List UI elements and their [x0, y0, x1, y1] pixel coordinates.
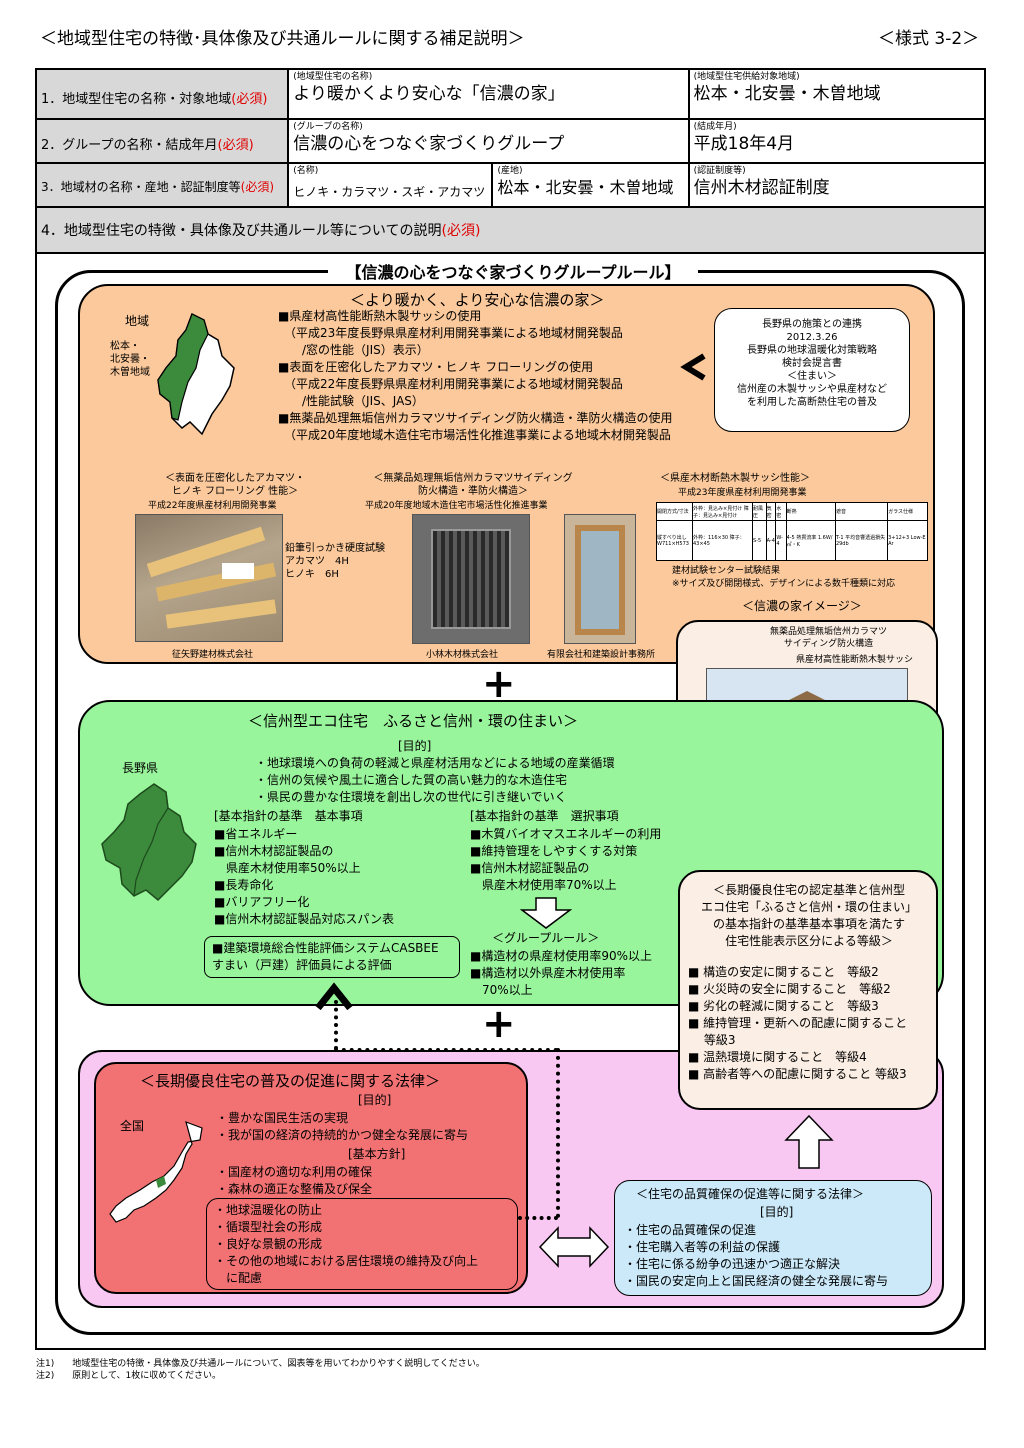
- orange-title: ＜より暖かく、より安心な信濃の家＞: [350, 291, 605, 309]
- row1-area-cell: (地域型住宅供給対象地域)松本・北安曇・木曽地域: [687, 68, 987, 120]
- row3-name-cell: (名称)ヒノキ・カラマツ・スギ・アカマツ: [287, 162, 494, 208]
- basic-head: [基本指針の基準 基本事項: [214, 809, 363, 823]
- sash-table: 開閉方式/寸法 外枠：見込み×見付け 障子：見込み×見付け 耐風圧 気密 水密 …: [656, 502, 928, 561]
- plus-icon: +: [482, 661, 516, 707]
- photo1-title: ＜表面を圧密化したアカマツ・ヒノキ フローリング 性能＞: [165, 473, 305, 497]
- up-arrow-icon: [315, 982, 353, 1011]
- group-head: ＜グループルール＞: [492, 931, 600, 945]
- siding-photo: [412, 514, 530, 644]
- group-list: ■構造材の県産材使用率90%以上■構造材以外県産木材使用率 70%以上: [470, 949, 653, 997]
- red-region: 全国: [120, 1119, 145, 1133]
- photo2-credit: 小林木材株式会社: [426, 650, 499, 660]
- row1-label: 1．地域型住宅の名称・対象地域(必須): [34, 68, 290, 120]
- house-label1: 無薬品処理無垢信州カラマツサイディング防火構造: [770, 627, 888, 649]
- green-purpose-head: [目的]: [398, 739, 432, 753]
- row2-date-cell: (結成年月)平成18年4月: [687, 118, 987, 164]
- dotted-connector-red: [518, 1216, 558, 1220]
- cert-list: ■ 構造の安定に関すること 等級2■ 火災時の安全に関すること 等級2■ 劣化の…: [688, 965, 908, 1081]
- red-policy-head: [基本方針]: [348, 1147, 406, 1161]
- row3-cert-cell: (認証制度等)信州木材認証制度: [687, 162, 987, 208]
- sash-note2: ※サイズ及び開閉様式、デザインによる数千種類に対応: [672, 579, 896, 589]
- sash-sub: 平成23年度県産材利用開発事業: [678, 488, 807, 498]
- flooring-photo: [135, 514, 283, 642]
- red-boxed-list-frame: [206, 1198, 518, 1290]
- blue-list: ・住宅の品質確保の促進・住宅購入者等の利益の保護・住宅に係る紛争の迅速かつ適正な…: [624, 1223, 889, 1288]
- red-purpose-head: [目的]: [358, 1093, 392, 1107]
- section4-frame: [35, 252, 986, 1350]
- group-rules-title: 【信濃の心をつなぐ家づくりグループルール】: [328, 259, 698, 283]
- photo1-sub: 平成22年度県産材利用開発事業: [148, 501, 277, 511]
- nagano-green-map-icon: [101, 783, 197, 902]
- japan-map-icon: [109, 1121, 203, 1223]
- photo2-title: ＜無薬品処理無垢信州カラマツサイディング防火構造・準防火構造＞: [373, 473, 573, 497]
- blue-panel: [614, 1180, 932, 1296]
- green-purpose: ・地球環境への負荷の軽減と県産材活用などによる地域の産業循環・信州の気候や風土に…: [255, 756, 615, 804]
- dotted-connector-h: [334, 1048, 558, 1052]
- green-title: ＜信州型エコ住宅 ふるさと信州・環の住まい＞: [248, 712, 579, 730]
- sash-photo: [564, 514, 636, 644]
- green-region: 長野県: [122, 761, 159, 775]
- house-label2: 県産材高性能断熱木製サッシ: [796, 655, 914, 665]
- dotted-connector-up: [334, 1000, 338, 1050]
- footnotes: 注1) 地域型住宅の特徴・具体像及び共通ルールについて、図表等を用いてわかりやす…: [36, 1359, 485, 1381]
- row2-label: 2．グループの名称・結成年月(必須): [34, 118, 290, 164]
- blue-purpose-head: [目的]: [760, 1205, 794, 1219]
- orange-item-list: ■県産材高性能断熱木製サッシの使用 （平成23年度長野県県産材利用開発事業による…: [278, 309, 673, 442]
- photo1-credit: 征矢野建材株式会社: [172, 650, 254, 660]
- photo2-sub: 平成20年度地域木造住宅市場活性化推進事業: [365, 501, 548, 511]
- dotted-connector-v: [556, 1048, 560, 1218]
- form-number: ＜様式 3-2＞: [878, 29, 980, 49]
- plus-icon-2: +: [482, 1001, 516, 1047]
- double-arrow-icon: [538, 1226, 610, 1268]
- photo3-credit: 有限会社和建築設計事務所: [547, 650, 656, 660]
- row2-group-cell: (グループの名称)信濃の心をつなぐ家づくりグループ: [287, 118, 690, 164]
- image-title: ＜信濃の家イメージ＞: [742, 599, 862, 613]
- cert-head: ＜長期優良住宅の認定基準と信州型エコ住宅「ふるさと信州・環の住まい」の基本指針の…: [700, 883, 917, 948]
- select-list: ■木質バイオマスエネルギーの利用■維持管理をしやすくする対策■信州木材認証製品の…: [470, 827, 662, 892]
- left-arrow-icon: [680, 353, 706, 381]
- row4-label: 4．地域型住宅の特徴・具体像及び共通ルール等についての説明(必須): [35, 206, 986, 254]
- blue-title: ＜住宅の品質確保の促進等に関する法律＞: [636, 1187, 865, 1201]
- select-head: [基本指針の基準 選択事項: [470, 809, 619, 823]
- page-title: ＜地域型住宅の特徴･具体像及び共通ルールに関する補足説明＞: [40, 29, 525, 49]
- red-policy: ・国産材の適切な利用の確保・森林の適正な整備及び保全: [216, 1165, 373, 1196]
- orange-region-names: 松本・北安曇・木曽地域: [110, 341, 150, 378]
- sash-title: ＜県産木材断熱木製サッシ性能＞: [660, 473, 810, 484]
- cert-box: [678, 870, 938, 1110]
- down-arrow-icon: [520, 897, 572, 929]
- row3-origin-cell: (産地)松本・北安曇・木曽地域: [491, 162, 690, 208]
- policy-box: [714, 308, 910, 432]
- orange-region-label: 地域: [125, 314, 150, 328]
- info-table: 1．地域型住宅の名称・対象地域(必須) (地域型住宅の名称)より暖かくより安心な…: [34, 68, 987, 254]
- basic-list: ■省エネルギー■信州木材認証製品の 県産木材使用率50%以上■長寿命化■バリアフ…: [214, 827, 394, 926]
- sash-note1: 建材試験センター試験結果: [672, 566, 781, 576]
- red-boxed-list: ・地球温暖化の防止・循環型社会の形成・良好な景観の形成・その他の地域における居住…: [214, 1203, 479, 1285]
- red-purpose: ・豊かな国民生活の実現・我が国の経済の持続的かつ健全な発展に寄与: [216, 1111, 469, 1142]
- red-title: ＜長期優良住宅の普及の促進に関する法律＞: [140, 1072, 441, 1090]
- up-block-arrow-icon: [784, 1114, 834, 1169]
- casbee-box: [204, 936, 460, 978]
- nagano-map-icon: [157, 312, 235, 436]
- row1-name-cell: (地域型住宅の名称)より暖かくより安心な「信濃の家」: [287, 68, 690, 120]
- row3-label: 3．地域材の名称・産地・認証制度等(必須): [34, 162, 290, 208]
